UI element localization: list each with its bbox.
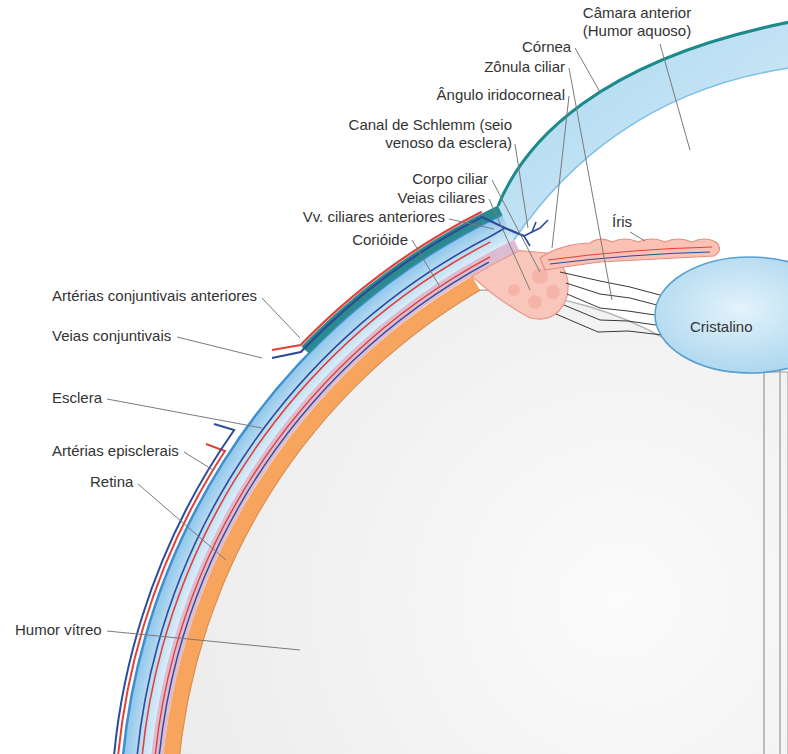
leader-line: [177, 337, 262, 358]
part-label: Zônula ciliar: [484, 58, 565, 76]
hyaloid-canal-line: [779, 369, 781, 754]
part-label: Corpo ciliar: [412, 170, 488, 188]
cornea-outer-surface: [498, 22, 788, 206]
schlemm-vessel: [524, 236, 530, 246]
iris: [540, 239, 720, 270]
leader-line: [107, 631, 300, 650]
ciliary-process: [508, 284, 520, 296]
leader-line: [138, 484, 226, 560]
conjunctiva-band: [301, 206, 502, 354]
leader-line: [262, 298, 300, 338]
leader-line: [552, 96, 569, 248]
choroid-vein: [156, 262, 489, 754]
part-label: Corióide: [352, 231, 408, 249]
leader-line: [630, 232, 645, 241]
part-label: Veias ciliares: [397, 189, 485, 207]
retina-band: [160, 276, 480, 754]
leader-line: [575, 48, 600, 92]
leader-line: [489, 199, 530, 290]
ciliary-process: [546, 285, 560, 299]
retina-inner-line: [176, 290, 480, 754]
ciliary-vein: [134, 228, 505, 754]
part-label: Íris: [612, 213, 632, 231]
part-label: Esclera: [52, 389, 102, 407]
part-label: Ângulo iridocorneal: [437, 86, 565, 104]
part-label: Córnea: [522, 38, 571, 56]
leader-line: [660, 44, 690, 150]
ciliary-process: [528, 295, 542, 309]
leader-lines: [107, 44, 690, 650]
lens: [655, 257, 788, 373]
hyaloid-canal-line: [763, 372, 765, 754]
part-label: Veias conjuntivais: [52, 327, 171, 345]
episcleral-artery: [115, 444, 225, 754]
leader-line: [449, 219, 494, 229]
leader-line: [107, 399, 262, 428]
zonular-fibre: [564, 305, 656, 325]
part-label: Cristalino: [690, 318, 753, 336]
part-label: Câmara anterior (Humor aquoso): [572, 4, 702, 40]
leader-line: [569, 68, 612, 300]
cornea: [498, 22, 788, 240]
part-label: Artérias episclerais: [52, 442, 179, 460]
conjunctival-vein: [272, 217, 524, 358]
leader-line: [515, 144, 528, 228]
part-label: Artérias conjuntivais anteriores: [52, 287, 257, 305]
schlemm-vessel: [532, 222, 536, 232]
iris-artery: [548, 247, 712, 260]
leader-line: [412, 240, 440, 287]
part-label: Vv. ciliares anteriores: [303, 208, 445, 226]
part-label: Humor vítreo: [15, 621, 102, 639]
conjunctival-artery: [272, 212, 482, 350]
part-label: Canal de Schlemm (seio venoso da esclera…: [342, 116, 512, 152]
iris-vein: [550, 252, 710, 264]
leader-line: [184, 452, 213, 470]
part-label: Retina: [90, 473, 133, 491]
zonular-fibre: [556, 314, 661, 335]
